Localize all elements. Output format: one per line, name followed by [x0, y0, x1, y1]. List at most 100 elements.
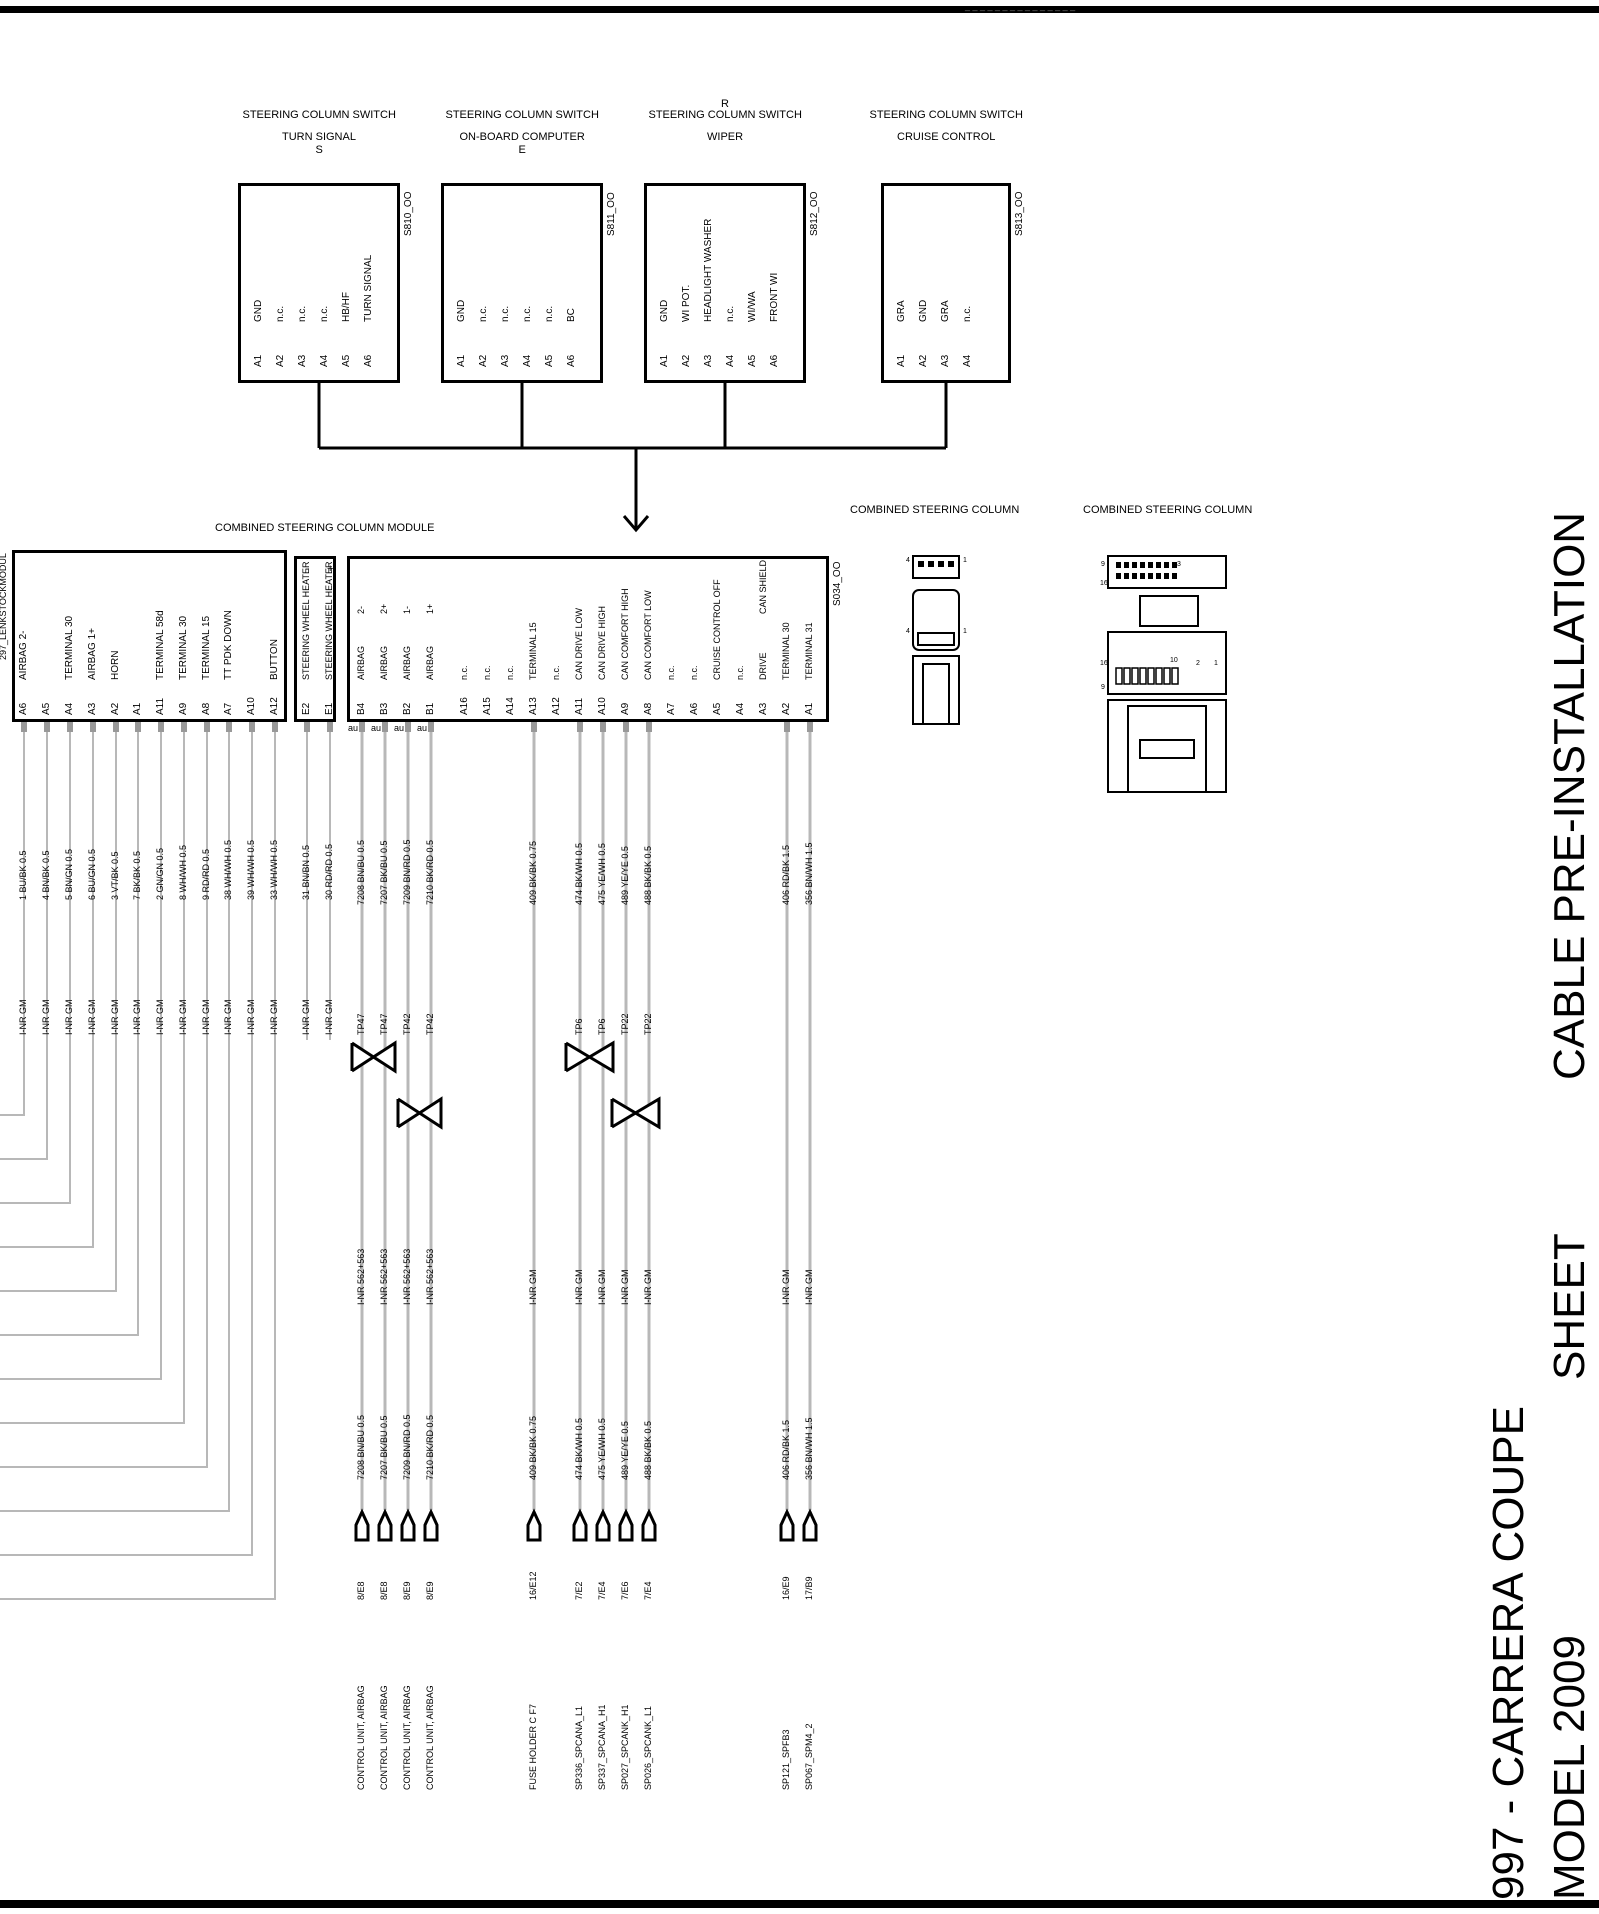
left-wire-path [0, 732, 94, 1248]
connector-view-2-pin [1148, 562, 1153, 568]
pin-terminal [428, 722, 434, 732]
switch-title: STEERING COLUMN SWITCH [242, 109, 396, 121]
left-wire-label: 38 WH/WH 0.5 [223, 839, 233, 900]
connector-view-2-latch-bar [1139, 739, 1195, 759]
connector-view-1-pin [948, 561, 954, 567]
pin-terminal [181, 722, 187, 732]
connector-view-2-cavity [1163, 667, 1171, 685]
right-wire-destination: CONTROL UNIT, AIRBAG [425, 1685, 435, 1790]
left-wire-path [0, 732, 253, 1556]
wire-end-terminal [595, 1508, 611, 1542]
connector-view-2-pin [1116, 562, 1121, 568]
right-wire-ref: I-NR GM [597, 1269, 607, 1306]
left-wire-ref: I-NR GM [223, 999, 233, 1036]
au-tag: au [348, 723, 359, 733]
left-wire-path [0, 732, 185, 1424]
connector-view-2-pin [1116, 573, 1121, 579]
module-heater-connector [294, 556, 336, 722]
switch-subtitle: WIPER [707, 131, 744, 143]
right-wire-position: 16/E9 [781, 1576, 791, 1600]
right-wire-ref: I-NR GM [620, 1269, 630, 1306]
connector-view-title-1: COMBINED STEERING COLUMN [850, 504, 1020, 516]
left-wire-label: 33 WH/WH 0.5 [269, 839, 279, 900]
au-tag: au [394, 723, 405, 733]
module-heater-pin-sign: + [327, 563, 334, 575]
left-wire-label: 8 WH/WH 0.5 [178, 844, 188, 900]
right-wire-label: 356 BN/WH 1.5 [804, 842, 814, 905]
bottom-border [0, 1900, 1599, 1908]
pin-terminal [646, 722, 652, 732]
switch-connector-box [238, 183, 400, 383]
bus-arrow-head [622, 515, 650, 533]
connector-view-2-cavity [1123, 667, 1131, 685]
twisted-pair-marker [397, 1096, 443, 1130]
wire-end-terminal [377, 1508, 393, 1542]
connector-view-2-top [1107, 555, 1227, 589]
connector-view-2-pin [1140, 562, 1145, 568]
pin-terminal [304, 722, 310, 732]
connector-view-2-cavity [1115, 667, 1123, 685]
right-wire-label: 7209 BN/RD 0.5 [402, 839, 412, 905]
pin-terminal [204, 722, 210, 732]
left-wire-ref: I-NR GM [64, 999, 74, 1036]
wire-end-terminal [423, 1508, 439, 1542]
right-wire-label-2: 7209 BN/RD 0.5 [402, 1414, 412, 1480]
right-wire-label: 7207 BK/BU 0.5 [379, 840, 389, 905]
switch-top-letter: R [721, 98, 729, 110]
right-wire-label-2: 489 YE/YE 0.5 [620, 1421, 630, 1480]
right-wire-ref: I-NR GM [574, 1269, 584, 1306]
right-wire-tp: TP6 [574, 1018, 584, 1035]
right-wire-label-2: 7208 BN/BU 0.5 [356, 1414, 366, 1480]
wire-end-terminal [354, 1508, 370, 1542]
wire-end-terminal [400, 1508, 416, 1542]
left-wire-ref: I-NR GM [87, 999, 97, 1036]
module-heater-pin-sign: - [305, 563, 309, 575]
left-wire-path [0, 732, 276, 1600]
right-wire-destination: CONTROL UNIT, AIRBAG [379, 1685, 389, 1790]
connector-view-2-pin-number: 16 [1100, 660, 1108, 667]
left-wire-path [0, 732, 117, 1292]
left-wire-ref: I-NR GM [269, 999, 279, 1036]
right-wire-label: 7208 BN/BU 0.5 [356, 839, 366, 905]
pin-terminal [382, 722, 388, 732]
connector-view-2-pin-number: 16 [1100, 580, 1108, 587]
au-tag: au [371, 723, 382, 733]
right-wire-label: 7210 BK/RD 0.5 [425, 839, 435, 905]
pin-terminal [135, 722, 141, 732]
wire-end-terminal [779, 1508, 795, 1542]
pin-terminal [249, 722, 255, 732]
left-wire-label: 7 BK/BK 0.5 [132, 850, 142, 900]
right-wire-label: 489 YE/YE 0.5 [620, 846, 630, 905]
left-wire-ref: I-NR GM [201, 999, 211, 1036]
right-wire-position: 7/E4 [597, 1581, 607, 1600]
title-sheet-label: SHEET [1545, 1233, 1594, 1380]
left-wire-ref: I-NR GM [110, 999, 120, 1036]
right-wire-label: 475 YE/WH 0.5 [597, 843, 607, 905]
right-wire-label-2: 7210 BK/RD 0.5 [425, 1414, 435, 1480]
connector-view-2-cavity [1171, 667, 1179, 685]
connector-view-1-pin [918, 561, 924, 567]
connector-view-1-pin-number: 1 [963, 557, 967, 564]
right-wire-ref: I-NR 562+563 [379, 1248, 389, 1305]
right-wire-ref: I-NR 562+563 [402, 1248, 412, 1305]
pin-terminal [531, 722, 537, 732]
right-wire-position: 8/E8 [356, 1581, 366, 1600]
right-wire-ref: I-NR GM [528, 1269, 538, 1306]
connector-view-2-pin [1148, 573, 1153, 579]
switch-title: STEERING COLUMN SWITCH [648, 109, 802, 121]
right-wire-label: 409 BK/BK 0.75 [528, 840, 538, 905]
connector-view-2-pin [1164, 573, 1169, 579]
connector-view-2-pin-number: 3 [1177, 561, 1181, 568]
left-wire-path [0, 732, 71, 1204]
right-wire-destination: SP027_SPCANK_H1 [620, 1704, 630, 1790]
left-wire-path [0, 732, 208, 1468]
right-wire-position: 7/E6 [620, 1581, 630, 1600]
right-wire-destination: SP337_SPCANA_H1 [597, 1704, 607, 1790]
left-wire-label: 3 VT/BK 0.5 [110, 851, 120, 900]
connector-view-2-pin [1140, 573, 1145, 579]
twisted-pair-marker [351, 1040, 397, 1074]
connector-view-2-cavity [1139, 667, 1147, 685]
connector-view-2-pin-number: 9 [1101, 684, 1105, 691]
wire-end-terminal [572, 1508, 588, 1542]
connector-view-2-pin [1156, 562, 1161, 568]
